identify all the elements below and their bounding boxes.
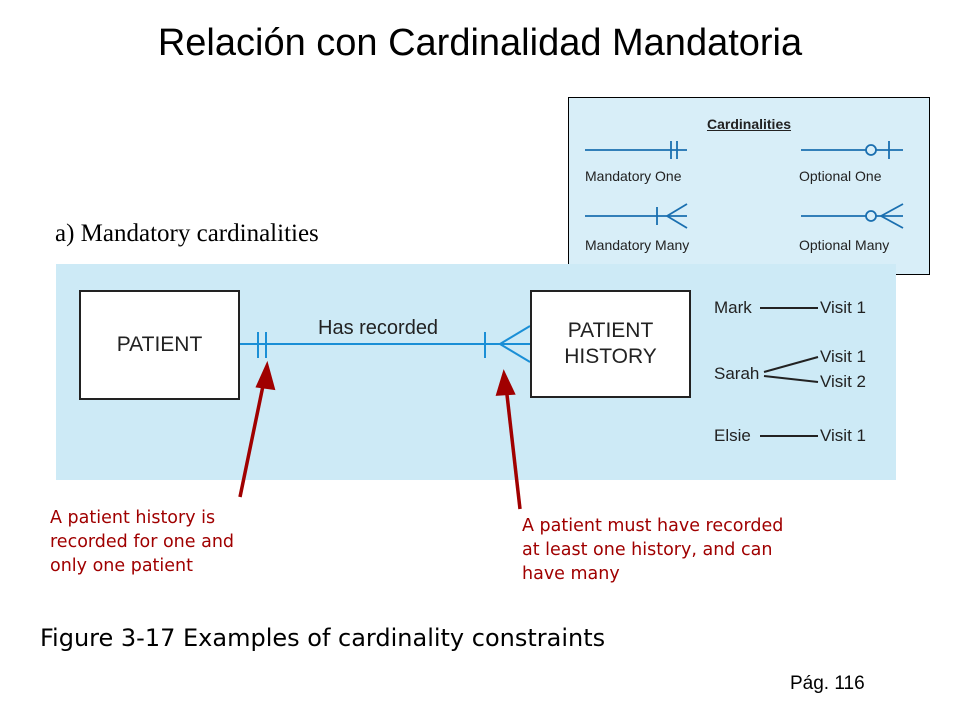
legend-symbols [585, 141, 904, 229]
patient-entity: PATIENT [79, 290, 240, 400]
relationship-connector [240, 325, 531, 363]
example-mark: Mark [714, 298, 752, 317]
mandatory-one-symbol [585, 141, 687, 159]
relationship-label: Has recorded [318, 317, 439, 339]
example-elsie-visit1: Visit 1 [820, 426, 866, 445]
patient-history-label-line1: PATIENT [567, 319, 654, 342]
example-sarah-visit1: Visit 1 [820, 347, 866, 366]
legend-optional-one: Optional One [799, 168, 882, 184]
legend-mandatory-many: Mandatory Many [585, 237, 690, 253]
right-arrow-head [495, 369, 516, 396]
page-number: Pág. 116 [790, 673, 865, 694]
example-mark-visit1: Visit 1 [820, 298, 866, 317]
example-connectors [760, 307, 819, 437]
patient-history-label-line2: HISTORY [564, 345, 657, 368]
annotation-one-patient: A patient history is recorded for one an… [50, 508, 235, 576]
left-annotation-arrow [238, 375, 267, 498]
section-subtitle: a) Mandatory cardinalities [55, 220, 319, 247]
example-sarah: Sarah [714, 364, 760, 383]
cardinality-legend: Cardinalities Mandatory One Opti [568, 97, 930, 275]
example-sarah-visit2: Visit 2 [820, 372, 866, 391]
patient-history-entity: PATIENT HISTORY [530, 290, 691, 398]
patient-entity-label: PATIENT [116, 333, 203, 356]
annotation-many-histories: A patient must have recorded at least on… [522, 516, 784, 584]
legend-mandatory-one: Mandatory One [585, 168, 682, 184]
optional-one-symbol [801, 141, 903, 159]
annotation-arrows [238, 360, 522, 510]
example-elsie: Elsie [714, 426, 751, 445]
left-arrow-head [255, 360, 276, 391]
slide-title: Relación con Cardinalidad Mandatoria [157, 22, 803, 64]
legend-optional-many: Optional Many [799, 237, 890, 253]
right-annotation-arrow [504, 385, 522, 510]
legend-title: Cardinalities [706, 116, 792, 132]
mandatory-many-symbol [585, 203, 688, 229]
figure-caption: Figure 3-17 Examples of cardinality cons… [40, 624, 606, 652]
optional-many-symbol [801, 203, 904, 229]
